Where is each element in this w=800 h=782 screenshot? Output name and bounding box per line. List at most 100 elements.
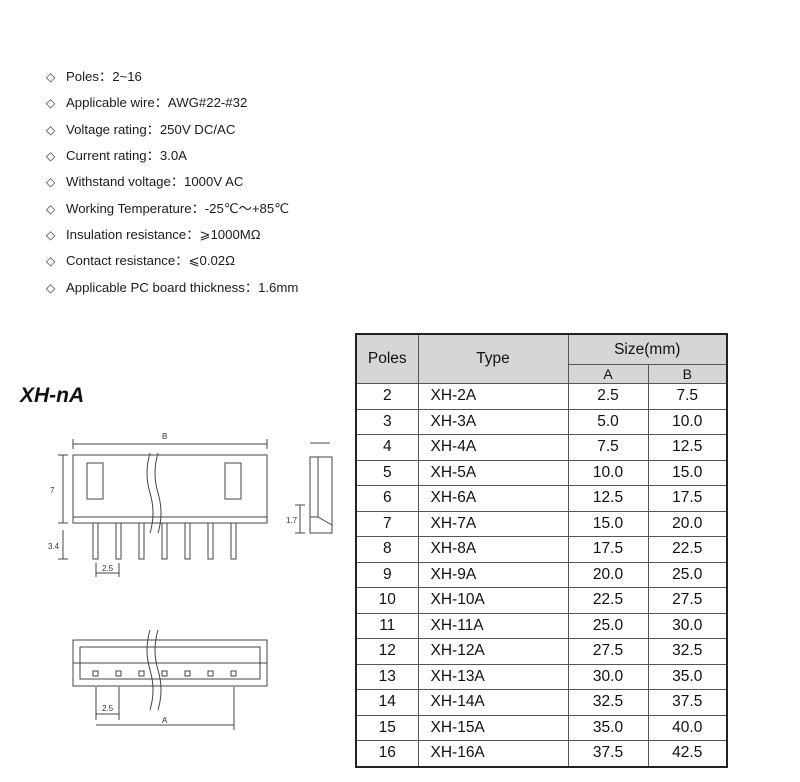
dim-b-label: B	[162, 432, 167, 441]
spec-value: 2~16	[112, 69, 142, 85]
diamond-bullet-icon: ◇	[46, 280, 56, 295]
spec-label: Applicable PC board thickness：	[66, 279, 259, 295]
cell-a: 2.5	[567, 383, 649, 410]
cell-b: 25.0	[647, 561, 728, 588]
diamond-bullet-icon: ◇	[46, 201, 56, 216]
header-size: Size(mm)	[567, 333, 728, 365]
cell-a: 25.0	[567, 612, 649, 639]
cell-b: 15.0	[647, 459, 728, 486]
cell-b: 40.0	[647, 714, 728, 741]
spec-item: ◇ Poles：2~16	[46, 64, 298, 90]
spec-value: -25℃～+85℃	[204, 200, 290, 216]
cell-a: 30.0	[567, 663, 649, 690]
cell-poles: 9	[355, 561, 419, 588]
dim-height-label: 7	[50, 486, 55, 495]
spec-value: AWG#22-#32	[167, 95, 248, 111]
cell-type: XH-7A	[417, 510, 569, 537]
cell-poles: 11	[355, 612, 419, 639]
cell-b: 30.0	[647, 612, 728, 639]
spec-item: ◇ Withstand voltage：1000V AC	[46, 169, 298, 195]
diamond-bullet-icon: ◇	[46, 227, 56, 242]
cell-a: 12.5	[567, 485, 649, 512]
cell-type: XH-16A	[417, 740, 569, 767]
cell-b: 42.5	[647, 740, 728, 767]
cell-b: 20.0	[647, 510, 728, 537]
spec-label: Contact resistance：	[66, 253, 189, 269]
cell-type: XH-5A	[417, 459, 569, 486]
spec-item: ◇Current rating：3.0A	[46, 143, 298, 169]
cell-b: 22.5	[647, 536, 728, 563]
cell-a: 17.5	[567, 536, 649, 563]
series-title: XH-nA	[20, 384, 85, 407]
cell-type: XH-4A	[417, 434, 569, 461]
header-poles: Poles	[355, 333, 419, 384]
cell-poles: 3	[355, 408, 419, 435]
diamond-bullet-icon: ◇	[46, 70, 56, 85]
cell-a: 35.0	[567, 714, 649, 741]
header-a: A	[567, 364, 649, 384]
cell-poles: 10	[355, 587, 419, 614]
cell-type: XH-3A	[417, 408, 569, 435]
diamond-bullet-icon: ◇	[46, 175, 56, 190]
cell-type: XH-8A	[417, 536, 569, 563]
cell-a: 20.0	[567, 561, 649, 588]
cell-a: 15.0	[567, 510, 649, 537]
cell-b: 12.5	[647, 434, 728, 461]
spec-value: ⩾1000MΩ	[199, 226, 261, 242]
spec-label: Working Temperature：	[66, 200, 205, 216]
diamond-bullet-icon: ◇	[46, 254, 56, 269]
cell-poles: 15	[355, 714, 419, 741]
cell-type: XH-9A	[417, 561, 569, 588]
cell-poles: 5	[355, 459, 419, 486]
spec-item: ◇ Working Temperature：-25℃～+85℃	[46, 195, 298, 221]
cell-a: 7.5	[567, 434, 649, 461]
dim-pitch-bottom-label: 2.5	[102, 704, 114, 713]
cell-type: XH-10A	[417, 587, 569, 614]
cell-b: 32.5	[647, 638, 728, 665]
spec-item: ◇Insulation resistance：⩾1000MΩ	[46, 222, 298, 248]
header-type: Type	[417, 333, 569, 384]
spec-item: ◇Applicable wire：AWG#22-#32	[46, 90, 298, 116]
spec-list: ◇Poles：2~16◇Applicable wire：AWG#22-#32◇V…	[46, 64, 298, 301]
cell-poles: 16	[355, 740, 419, 767]
spec-value: 1000V AC	[184, 174, 244, 190]
dim-pin-label: 3.4	[48, 542, 60, 551]
cell-poles: 13	[355, 663, 419, 690]
cell-b: 27.5	[647, 587, 728, 614]
cell-type: XH-13A	[417, 663, 569, 690]
dim-a-label: A	[162, 716, 168, 725]
cell-b: 7.5	[647, 383, 728, 410]
cell-a: 22.5	[567, 587, 649, 614]
front-view: B 7 3.4 2.5	[48, 432, 268, 577]
connector-drawing: B 7 3.4 2.5	[48, 432, 333, 730]
cell-poles: 7	[355, 510, 419, 537]
cell-type: XH-6A	[417, 485, 569, 512]
spec-item: ◇Applicable PC board thickness：1.6mm	[46, 274, 298, 300]
cell-poles: 14	[355, 689, 419, 716]
spec-value: ⩽0.02Ω	[188, 253, 235, 269]
spec-label: Poles：	[66, 69, 113, 85]
cell-a: 32.5	[567, 689, 649, 716]
cell-b: 17.5	[647, 485, 728, 512]
cell-poles: 12	[355, 638, 419, 665]
spec-label: Applicable wire：	[66, 95, 168, 111]
spec-label: Withstand voltage：	[66, 174, 185, 190]
top-view: 2.5 A	[72, 629, 268, 730]
diamond-bullet-icon: ◇	[46, 122, 56, 137]
